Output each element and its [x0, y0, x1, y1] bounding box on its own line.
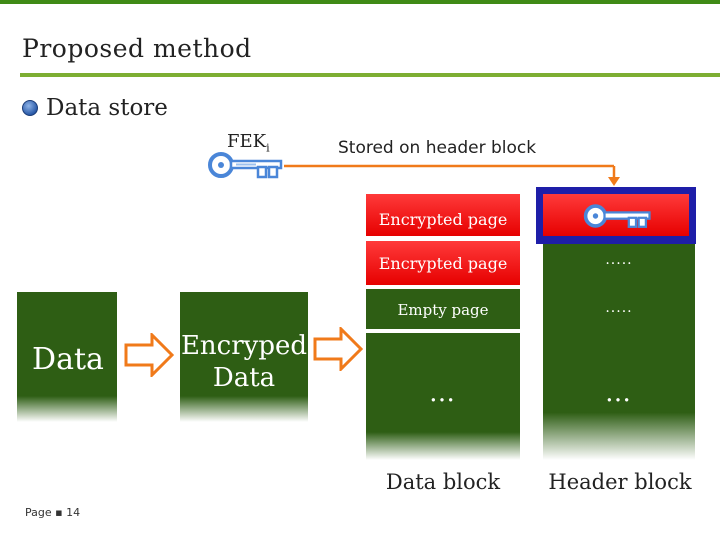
data-block-row-empty: Empty page	[366, 289, 520, 329]
title-underline	[20, 73, 720, 77]
data-block-row-encrypted-1: Encrypted page	[366, 194, 520, 236]
encrypted-data-box	[180, 292, 308, 422]
encrypted-data-label: Encryped Data	[178, 330, 310, 394]
encrypted-data-label-line2: Data	[212, 363, 276, 393]
plain-data-box	[17, 292, 117, 422]
fek-label-main: FEK	[227, 131, 267, 152]
data-block-label: Data block	[385, 470, 501, 494]
header-block-row-3: .....	[605, 300, 633, 316]
right-arrow-icon	[313, 327, 363, 371]
page-number: Page ▪ 14	[25, 506, 81, 519]
key-icon	[583, 204, 651, 228]
right-arrow-icon	[124, 333, 174, 377]
plain-data-label: Data	[32, 342, 104, 377]
sphere-bullet-icon	[22, 100, 38, 116]
fek-label-subscript: i	[266, 141, 270, 155]
top-accent-line	[0, 0, 720, 4]
encrypted-data-label-line1: Encryped	[180, 331, 308, 361]
stored-on-header-label: Stored on header block	[338, 138, 537, 158]
data-block-row-encrypted-2: Encrypted page	[366, 241, 520, 285]
header-block-row-2: .....	[605, 252, 633, 268]
data-block-ellipsis: …	[429, 378, 457, 408]
header-block-label: Header block	[548, 470, 692, 494]
data-block-body	[366, 333, 520, 460]
key-icon	[208, 152, 283, 179]
header-block-ellipsis: …	[605, 378, 633, 408]
header-block-body	[543, 244, 695, 460]
fek-label: FEKi	[227, 131, 270, 155]
bullet-text: Data store	[46, 95, 168, 121]
slide-title: Proposed method	[22, 34, 252, 63]
